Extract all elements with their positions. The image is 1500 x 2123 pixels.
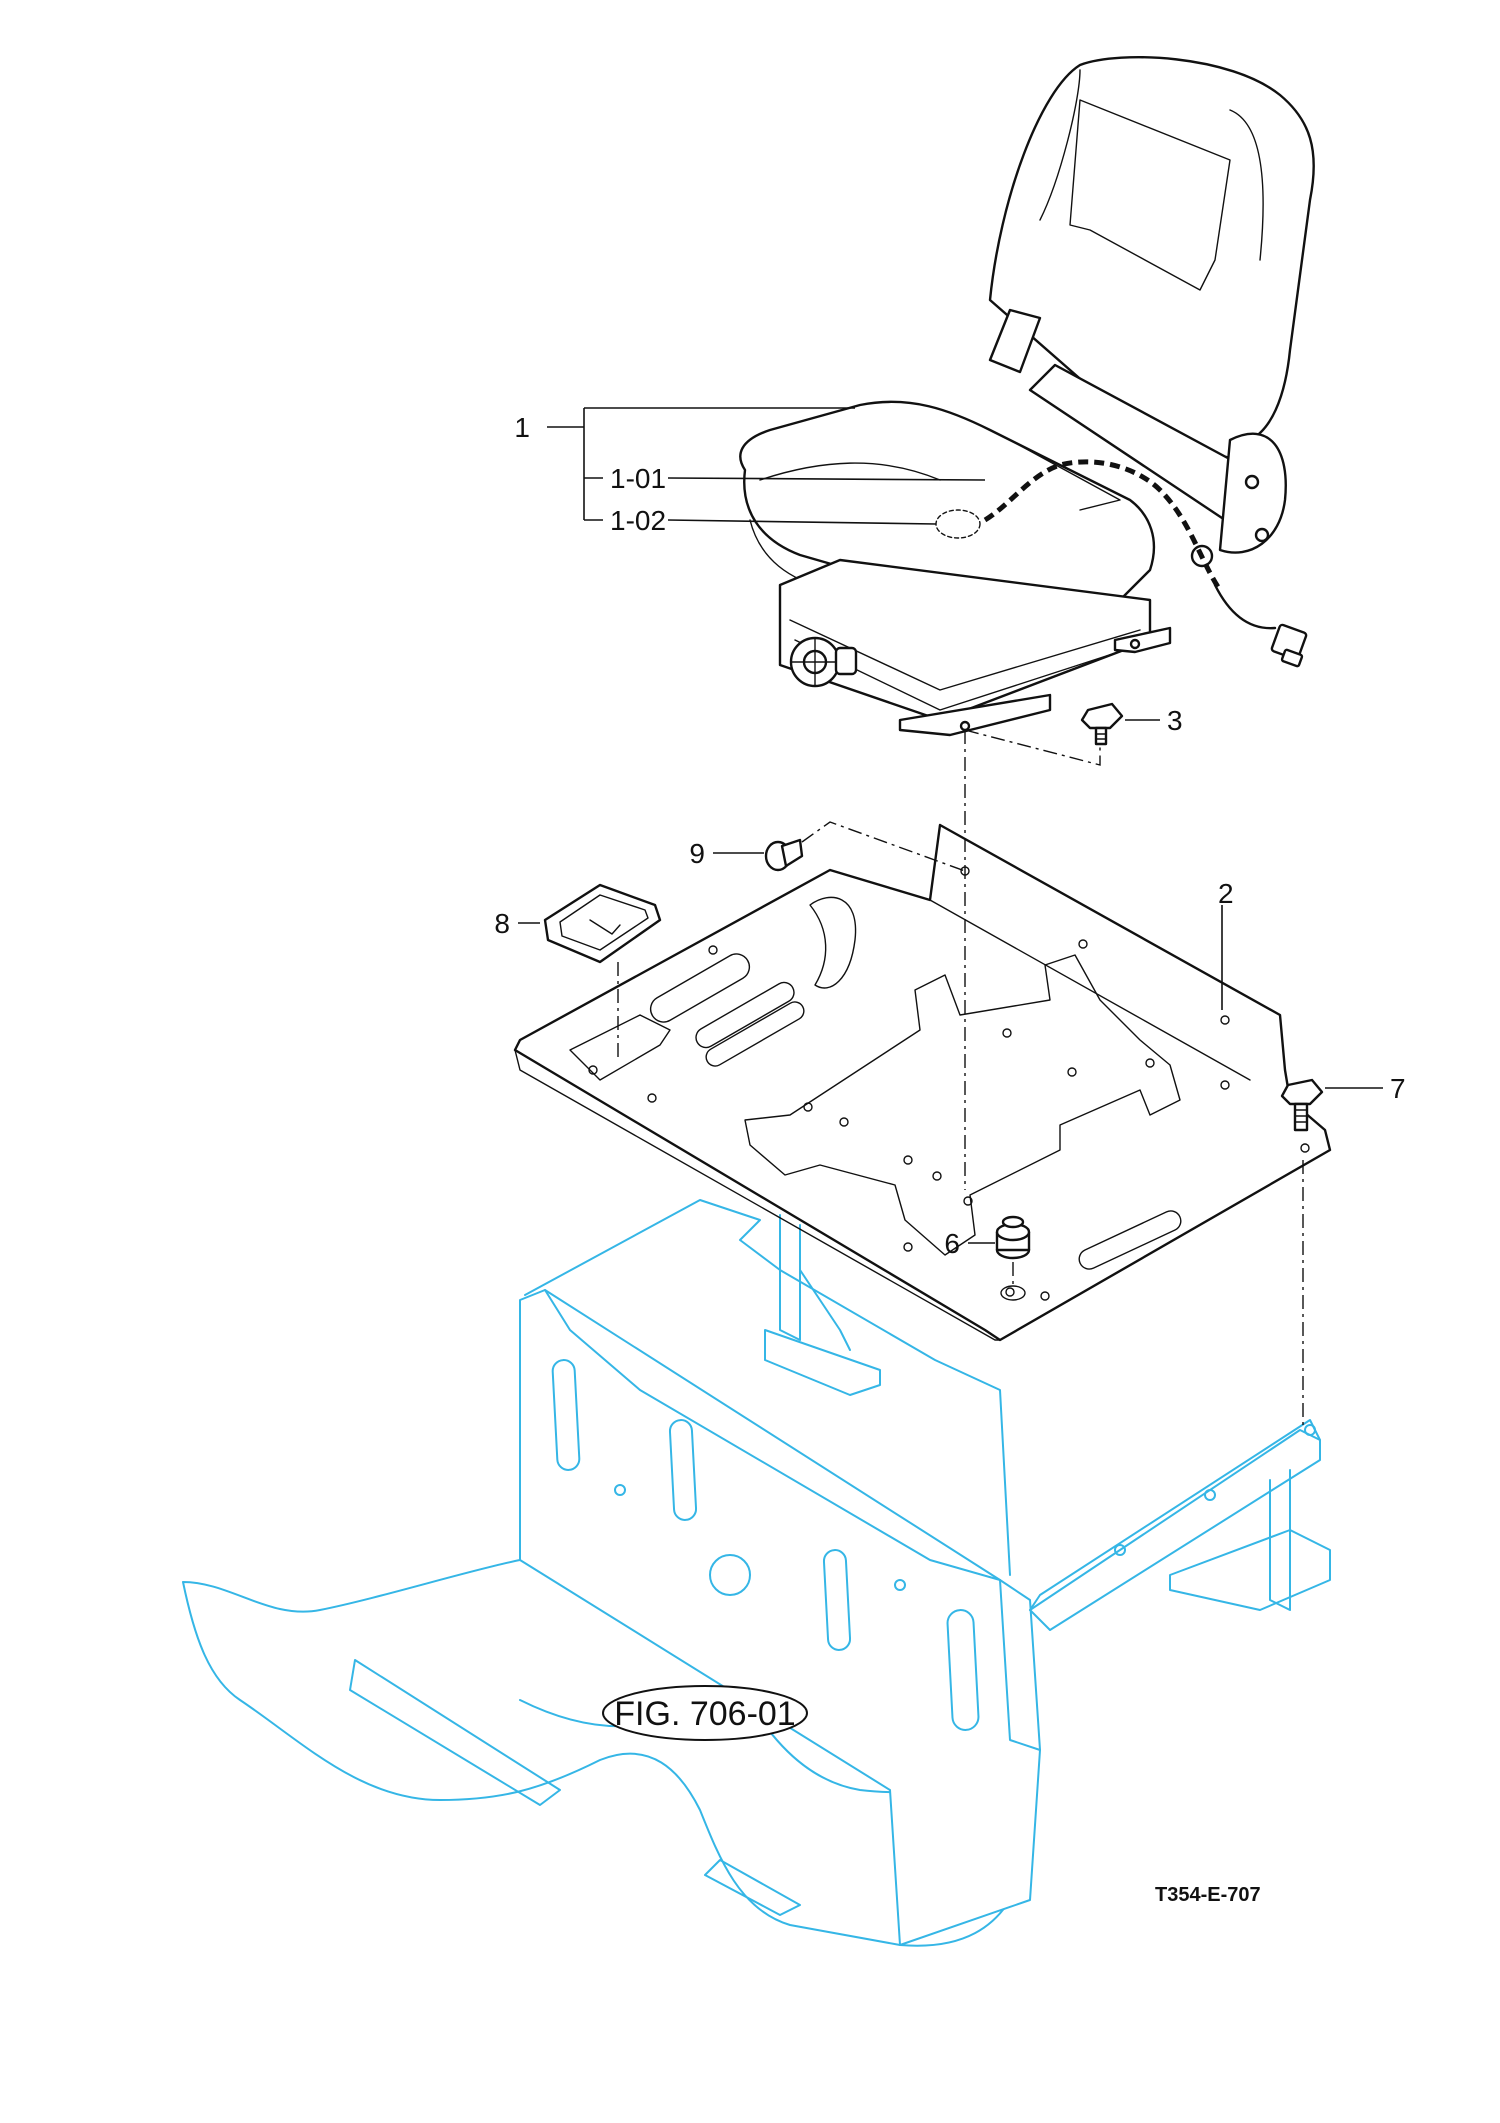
reference-frame	[182, 1199, 1331, 1947]
seat-plate-recess	[744, 954, 1181, 1256]
plate-hole	[903, 1242, 913, 1252]
leaders	[518, 407, 1383, 1244]
frame-hole	[614, 1484, 626, 1496]
plate-hole	[647, 1093, 657, 1103]
plate-hole	[1078, 939, 1088, 949]
frame-hole	[1114, 1544, 1126, 1556]
frame-slot	[946, 1609, 980, 1731]
frame-slot	[551, 1359, 581, 1471]
callout-6: 6	[944, 1228, 960, 1259]
plate-hole	[839, 1117, 849, 1127]
floor-pan-rib	[349, 1659, 561, 1806]
cover-part-8	[543, 883, 662, 964]
pivot-bolt	[1244, 474, 1260, 490]
seat-mount-plate	[898, 693, 1052, 737]
floor-pan-rib	[704, 1859, 801, 1916]
plate-slot	[705, 1001, 805, 1067]
right-rail	[1029, 1429, 1321, 1631]
mount-hole	[1129, 638, 1141, 650]
plate-hole	[588, 1065, 598, 1075]
plug-part-9	[764, 838, 804, 872]
figure-reference-badge[interactable]: FIG. 706-01	[602, 1685, 808, 1741]
plate-hole	[1005, 1287, 1015, 1297]
top-deck-edge	[544, 1289, 1001, 1581]
plate-hole	[963, 1196, 973, 1206]
frame-hole	[1204, 1489, 1216, 1501]
cushion-seam	[1009, 439, 1121, 511]
seat-backrest	[988, 56, 1315, 462]
assembly-line	[801, 821, 966, 872]
suspension-slide	[789, 619, 1141, 691]
left-upright	[779, 1214, 801, 1341]
frame-hole	[709, 1554, 751, 1596]
bolt-part-3	[1080, 702, 1124, 746]
rear-panel-flange	[999, 1579, 1041, 1751]
plate-slot	[1078, 1210, 1182, 1270]
grommet-part-6	[995, 1215, 1031, 1260]
callout-1-01: 1-01	[610, 463, 666, 494]
plate-slot	[649, 953, 751, 1023]
callout-2: 2	[1218, 878, 1234, 909]
seat-plate-edge	[929, 899, 1251, 1081]
callout-1: 1	[514, 412, 530, 443]
assembly-line	[964, 729, 1101, 766]
pivot-bolt	[1254, 527, 1270, 543]
plate-notch	[569, 1014, 671, 1081]
left-foot	[764, 1329, 881, 1396]
seat-switch-harness	[983, 459, 1223, 592]
armrest-pivot	[1218, 432, 1287, 554]
plate-hole	[1002, 1028, 1012, 1038]
plate-hole	[1220, 1080, 1230, 1090]
callout-9: 9	[689, 838, 705, 869]
plate-hole	[1220, 1015, 1230, 1025]
right-foot	[1169, 1529, 1331, 1611]
cushion-seam	[759, 462, 941, 481]
backrest-seam	[1229, 109, 1264, 261]
backrest-seam	[1039, 69, 1081, 221]
seat-mount-plate	[1113, 626, 1172, 654]
armrest-bracket	[988, 308, 1042, 374]
assembly-lines	[617, 729, 1304, 1430]
top-deck	[524, 1199, 1011, 1576]
plate-hole	[708, 945, 718, 955]
mount-hole	[959, 720, 971, 732]
frame-hole	[894, 1579, 906, 1591]
callout-1-02: 1-02	[610, 505, 666, 536]
plate-grip-cutout	[809, 896, 857, 989]
bolt-part-7	[1280, 1078, 1324, 1132]
drawing-number: T354-E-707	[1155, 1884, 1261, 1906]
frame-hole	[1304, 1424, 1316, 1436]
seat-plate	[513, 823, 1332, 1342]
plate-slot	[695, 981, 795, 1049]
harness-connector	[1270, 623, 1308, 668]
plate-hole	[803, 1102, 813, 1112]
plate-hole	[1040, 1291, 1050, 1301]
plate-hole	[1067, 1067, 1077, 1077]
plate-hole	[1300, 1143, 1310, 1153]
plate-hole	[1000, 1285, 1026, 1301]
callout-8: 8	[494, 908, 510, 939]
frame-slot	[668, 1419, 698, 1521]
right-upright	[1269, 1469, 1291, 1611]
plate-hole	[903, 1155, 913, 1165]
callout-3: 3	[1167, 705, 1183, 736]
rear-panel	[519, 1289, 1041, 1946]
callout-labels: 1 1-01 1-02 3 9 8 2 7 6	[494, 412, 1405, 1259]
adjustment-knob	[789, 636, 858, 688]
plate-hole	[1145, 1058, 1155, 1068]
figure-reference-label: FIG. 706-01	[614, 1695, 795, 1733]
frame-slot	[822, 1549, 852, 1651]
harness-wire	[1213, 583, 1277, 630]
backrest-panel	[1069, 99, 1231, 291]
callout-7: 7	[1390, 1073, 1406, 1104]
seat-plate-edge	[514, 1049, 1001, 1341]
plate-hole	[932, 1171, 942, 1181]
left-gusset	[799, 1269, 851, 1351]
seat-assembly	[739, 56, 1315, 737]
